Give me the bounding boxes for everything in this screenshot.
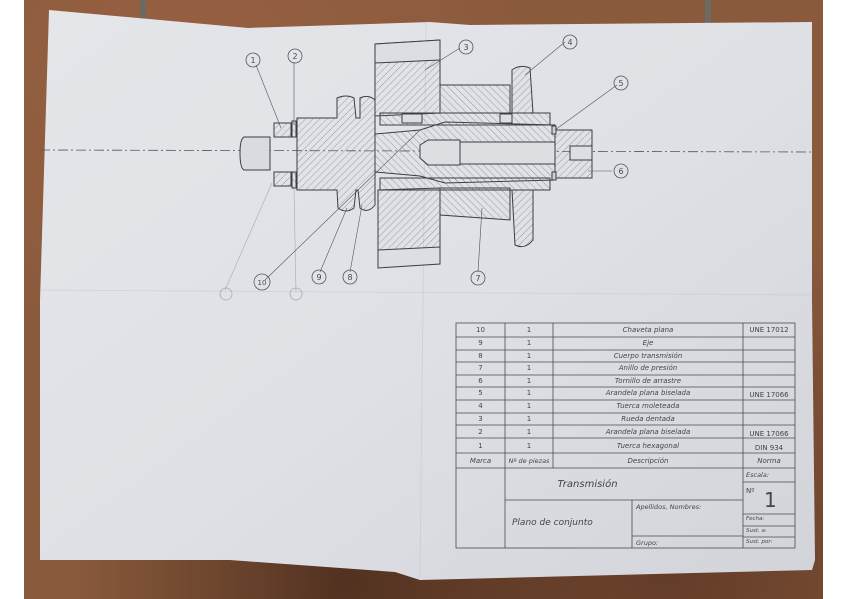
row-mark: 4 [478, 402, 483, 410]
row-qty: 1 [526, 326, 532, 334]
row-norm: UNE 17066 [749, 391, 789, 399]
row-mark: 3 [478, 415, 483, 423]
tile-grout [140, 0, 146, 30]
number-label: Nº [746, 487, 755, 495]
row-desc: Arandela plana biselada [605, 428, 691, 436]
svg-text:3: 3 [463, 43, 468, 52]
row-qty: 1 [526, 442, 532, 450]
parts-list-grid [455, 322, 796, 549]
svg-text:2: 2 [292, 52, 297, 61]
row-mark: 5 [478, 389, 483, 397]
row-mark: 9 [478, 339, 483, 347]
header-norm: Norma [757, 457, 781, 465]
row-desc: Rueda dentada [621, 415, 675, 423]
substitutes-label: Sust. a: [746, 528, 767, 534]
row-desc: Tuerca moleteada [616, 402, 680, 410]
row-norm: DIN 934 [754, 444, 784, 452]
svg-text:1: 1 [250, 56, 255, 65]
row-qty: 1 [526, 428, 532, 436]
row-qty: 1 [526, 377, 532, 385]
header-mark: Marca [469, 457, 492, 465]
svg-text:10: 10 [258, 279, 267, 287]
svg-text:7: 7 [475, 274, 480, 283]
row-mark: 2 [478, 428, 483, 436]
row-mark: 10 [476, 326, 485, 334]
drawing-number: 1 [764, 488, 777, 512]
header-qty: Nº de piezas [508, 457, 550, 465]
row-desc: Tornillo de arrastre [614, 377, 682, 385]
row-desc: Tuerca hexagonal [616, 442, 680, 450]
svg-text:5: 5 [618, 79, 623, 88]
row-qty: 1 [526, 364, 532, 372]
drawing-name: Transmisión [557, 479, 618, 490]
row-mark: 7 [478, 364, 483, 372]
row-norm: UNE 17012 [749, 326, 789, 334]
part-balloons [219, 34, 629, 301]
row-qty: 1 [526, 389, 532, 397]
balloon-labels: 1 2 3 4 5 6 7 8 9 10 [250, 38, 623, 287]
row-qty: 1 [526, 402, 532, 410]
row-mark: 8 [478, 352, 483, 360]
row-mark: 1 [478, 442, 483, 450]
row-desc: Eje [642, 339, 654, 347]
paper-fold [39, 289, 813, 296]
group-label: Grupo: [636, 539, 659, 547]
svg-text:6: 6 [618, 167, 623, 176]
row-desc: Anillo de presión [618, 364, 678, 372]
row-qty: 1 [526, 415, 532, 423]
paper-sheet [40, 10, 815, 580]
date-label: Fecha: [746, 516, 765, 522]
svg-text:4: 4 [567, 38, 572, 47]
row-desc: Cuerpo transmisión [613, 352, 683, 360]
scale-label: Escala: [746, 471, 770, 479]
drawing-type: Plano de conjunto [512, 518, 593, 528]
row-norm: UNE 17066 [749, 430, 789, 438]
substituted-by-label: Sust. por: [746, 539, 773, 545]
row-mark: 6 [478, 377, 483, 385]
row-desc: Chaveta plana [622, 326, 674, 334]
svg-text:9: 9 [316, 273, 321, 282]
svg-text:8: 8 [347, 273, 352, 282]
tile-grout [705, 0, 711, 30]
surname-name-label: Apellidos, Nombres: [636, 503, 702, 511]
row-qty: 1 [526, 352, 532, 360]
header-desc: Descripción [627, 457, 669, 465]
assembly-section [239, 39, 593, 269]
row-qty: 1 [526, 339, 532, 347]
row-desc: Arandela plana biselada [605, 389, 691, 397]
leader-lines [224, 41, 618, 293]
